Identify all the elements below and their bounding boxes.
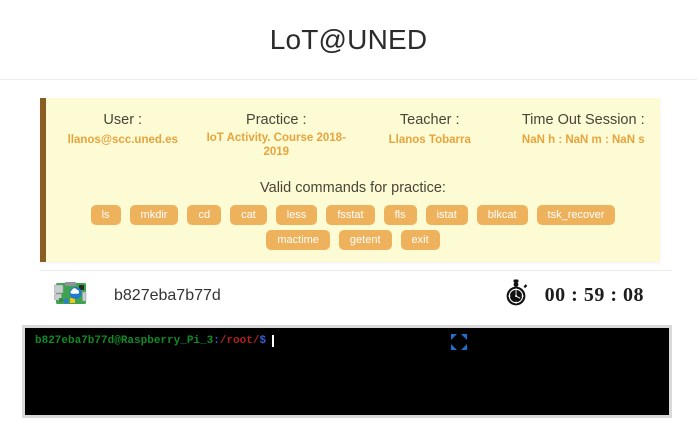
web-terminal[interactable]: b827eba7b77d@Raspberry_Pi_3:/root/$ (22, 325, 672, 418)
command-pill-cat[interactable]: cat (230, 205, 267, 225)
terminal-dollar: $ (259, 335, 267, 347)
command-pill-exit[interactable]: exit (400, 230, 440, 250)
command-pill-blkcat[interactable]: blkcat (476, 205, 528, 225)
page-title: LoT@UNED (269, 23, 428, 55)
command-pill-fls[interactable]: fls (383, 205, 417, 225)
info-label-timeout: Time Out Session : (521, 112, 645, 128)
info-value-user: llanos@scc.uned.es (67, 134, 178, 146)
info-cell-user: User : llanos@scc.uned.es (46, 112, 200, 172)
info-value-teacher: Llanos Tobarra (388, 134, 471, 146)
terminal-host: b827eba7b77d@Raspberry_Pi_3 (35, 335, 214, 347)
command-pill-ls[interactable]: ls (90, 205, 121, 225)
info-cell-practice: Practice : IoT Activity. Course 2018-201… (200, 112, 354, 172)
info-label-practice: Practice : (246, 112, 307, 128)
command-pill-tsk_recover[interactable]: tsk_recover (536, 205, 616, 225)
device-id-label: b827eba7b77d (114, 286, 221, 304)
info-cell-timeout: Time Out Session : NaN h : NaN m : NaN s (507, 112, 661, 172)
info-cell-teacher: Teacher : Llanos Tobarra (353, 112, 507, 172)
device-identity: b827eba7b77d (53, 280, 221, 311)
command-pill-getent[interactable]: getent (338, 230, 392, 250)
raspberry-pi-board-icon (53, 280, 88, 311)
session-info-row: User : llanos@scc.uned.es Practice : IoT… (46, 98, 660, 172)
device-status-row: b827eba7b77d (40, 270, 672, 320)
info-value-practice: IoT Activity. Course 2018-2019 (206, 132, 346, 159)
session-timer: 00 : 59 : 08 (503, 279, 644, 312)
timer-value: 00 : 59 : 08 (544, 284, 644, 306)
command-pill-istat[interactable]: istat (425, 205, 468, 225)
command-pill-less[interactable]: less (275, 205, 318, 225)
terminal-cursor[interactable] (272, 335, 275, 347)
info-label-teacher: Teacher : (399, 112, 460, 128)
expand-fullscreen-icon[interactable] (450, 333, 468, 351)
valid-commands-title: Valid commands for practice: (260, 180, 446, 196)
command-pill-mkdir[interactable]: mkdir (129, 205, 179, 225)
page-header: LoT@UNED (0, 0, 697, 80)
stopwatch-icon (503, 279, 529, 312)
info-label-user: User : (103, 112, 143, 128)
terminal-path: /root/ (219, 335, 260, 347)
command-row-2: mactime getent exit (46, 230, 660, 250)
session-info-panel: User : llanos@scc.uned.es Practice : IoT… (40, 98, 660, 262)
terminal-colon: : (213, 335, 220, 347)
command-pill-cd[interactable]: cd (187, 205, 222, 225)
command-pill-mactime[interactable]: mactime (266, 230, 330, 250)
info-value-timeout: NaN h : NaN m : NaN s (521, 134, 645, 146)
command-pill-fsstat[interactable]: fsstat (326, 205, 375, 225)
terminal-prompt-line: b827eba7b77d@Raspberry_Pi_3:/root/$ (35, 335, 275, 347)
